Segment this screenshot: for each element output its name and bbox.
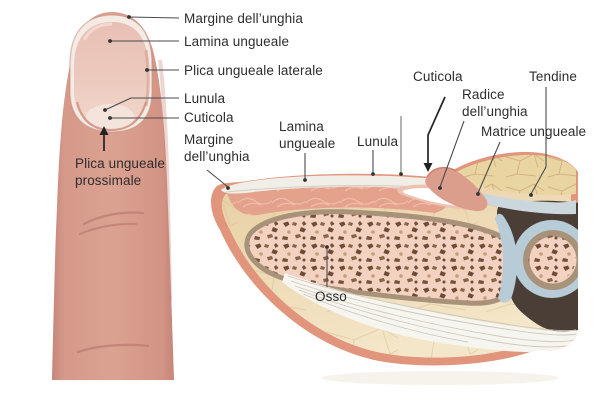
leader-cuticola-arrow (427, 96, 446, 164)
bone-middle-phalanx (452, 154, 576, 196)
finger-top-view-illustration (52, 12, 174, 380)
proximal-nail-fold (425, 167, 488, 212)
label-lunula-left: Lunula (184, 91, 226, 106)
extensor-tendon-band (449, 182, 576, 215)
leader-lines (99, 15, 547, 287)
bone-distal-phalanx (244, 209, 523, 306)
arrowhead-down (423, 163, 433, 172)
proximal-fold-outline (426, 166, 457, 178)
joint-condyle (513, 220, 579, 298)
nail-plate (74, 22, 148, 128)
nail-plate-section (221, 175, 457, 194)
fingertip-cross-section-illustration (210, 151, 579, 385)
nail-right-shadow (144, 49, 150, 107)
leader-tendine (530, 87, 547, 195)
articular-cartilage-distal (495, 213, 518, 303)
finger-edge-shading (158, 59, 172, 301)
label-lamina-ungueale-mid: Lamina ungueale (279, 119, 336, 151)
nail-highlight (82, 22, 113, 41)
leader-matrice (477, 141, 501, 194)
label-tendine: Tendine (529, 69, 577, 84)
label-radice-unghia: Radice dell’unghia (462, 87, 528, 119)
label-margine-unghia-top: Margine dell’unghia (184, 11, 303, 26)
leader-radice (439, 120, 465, 188)
knuckle-crease (79, 222, 137, 235)
label-cuticola-mid: Cuticola (413, 69, 463, 84)
tendon-flexor (282, 273, 578, 353)
leader-margine-top (128, 16, 180, 19)
leader-lunula-left (104, 97, 179, 111)
knuckle-crease (76, 343, 150, 354)
leader-margine-mid (206, 169, 229, 188)
label-lamina-ungueale-left: Lamina ungueale (184, 34, 290, 49)
label-cuticola-left: Cuticola (184, 110, 234, 125)
label-osso: Osso (315, 289, 347, 304)
label-plica-prossimale: Plica ungueale prossimale (75, 156, 165, 188)
label-lunula-mid: Lunula (357, 134, 399, 149)
nail-bed-texture (227, 181, 452, 216)
cuticle-line (75, 101, 148, 132)
knuckle-crease (82, 211, 145, 226)
label-plica-laterale: Plica ungueale laterale (184, 63, 323, 78)
label-matrice-ungueale: Matrice ungueale (481, 124, 587, 139)
ground-shadow (322, 371, 558, 385)
arrowhead-up (99, 126, 109, 135)
label-margine-unghia-mid: Margine dell’unghia (184, 132, 250, 164)
